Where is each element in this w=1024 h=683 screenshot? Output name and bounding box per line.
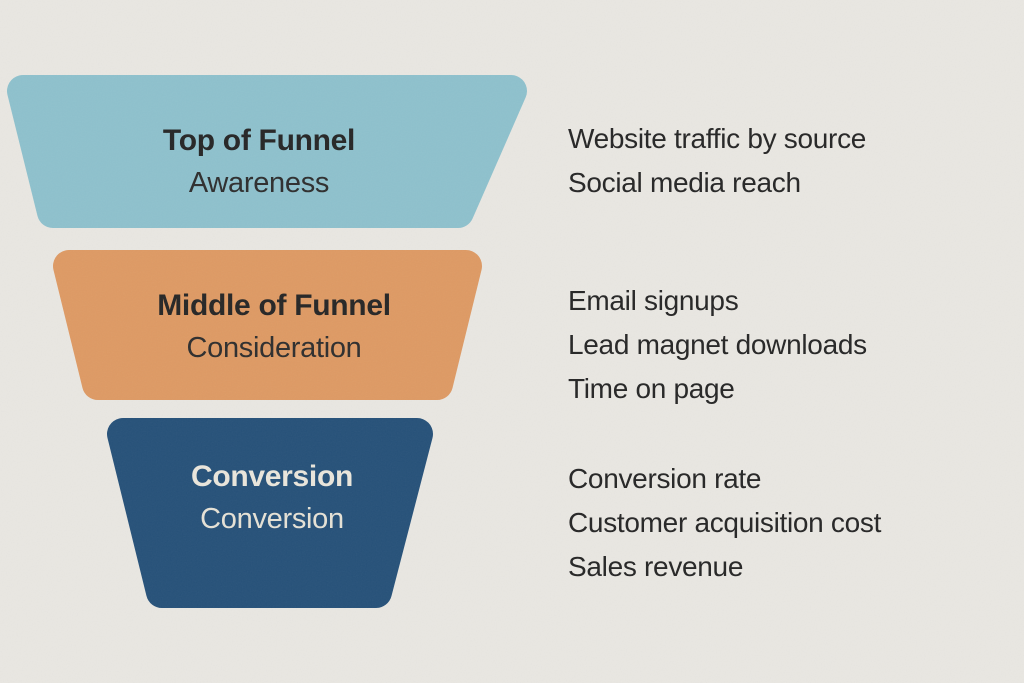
metric-line: Social media reach (568, 167, 801, 198)
stage-bottom-label: Conversion Conversion (102, 455, 442, 541)
metric-line: Time on page (568, 373, 735, 404)
stage-top-label: Top of Funnel Awareness (0, 119, 518, 205)
metric-line: Conversion rate (568, 463, 762, 494)
metric-line: Sales revenue (568, 551, 744, 582)
metric-line: Lead magnet downloads (568, 329, 867, 360)
stage-bottom-title: Conversion (190, 460, 354, 493)
stage-middle-title: Middle of Funnel (157, 289, 391, 322)
metric-line: Email signups (568, 285, 739, 316)
metrics-middle-of-funnel: Email signups Lead magnet downloads Time… (568, 279, 998, 411)
metric-line: Website traffic by source (568, 123, 867, 154)
metrics-top-of-funnel: Website traffic by source Social media r… (568, 117, 998, 205)
stage-top-subtitle: Awareness (188, 167, 330, 199)
metrics-bottom-of-funnel: Conversion rate Customer acquisition cos… (568, 457, 998, 589)
stage-top-title: Top of Funnel (162, 124, 356, 157)
stage-middle-subtitle: Consideration (186, 332, 362, 364)
metric-line: Customer acquisition cost (568, 507, 882, 538)
stage-bottom-subtitle: Conversion (200, 503, 344, 535)
stage-middle-label: Middle of Funnel Consideration (54, 284, 494, 370)
